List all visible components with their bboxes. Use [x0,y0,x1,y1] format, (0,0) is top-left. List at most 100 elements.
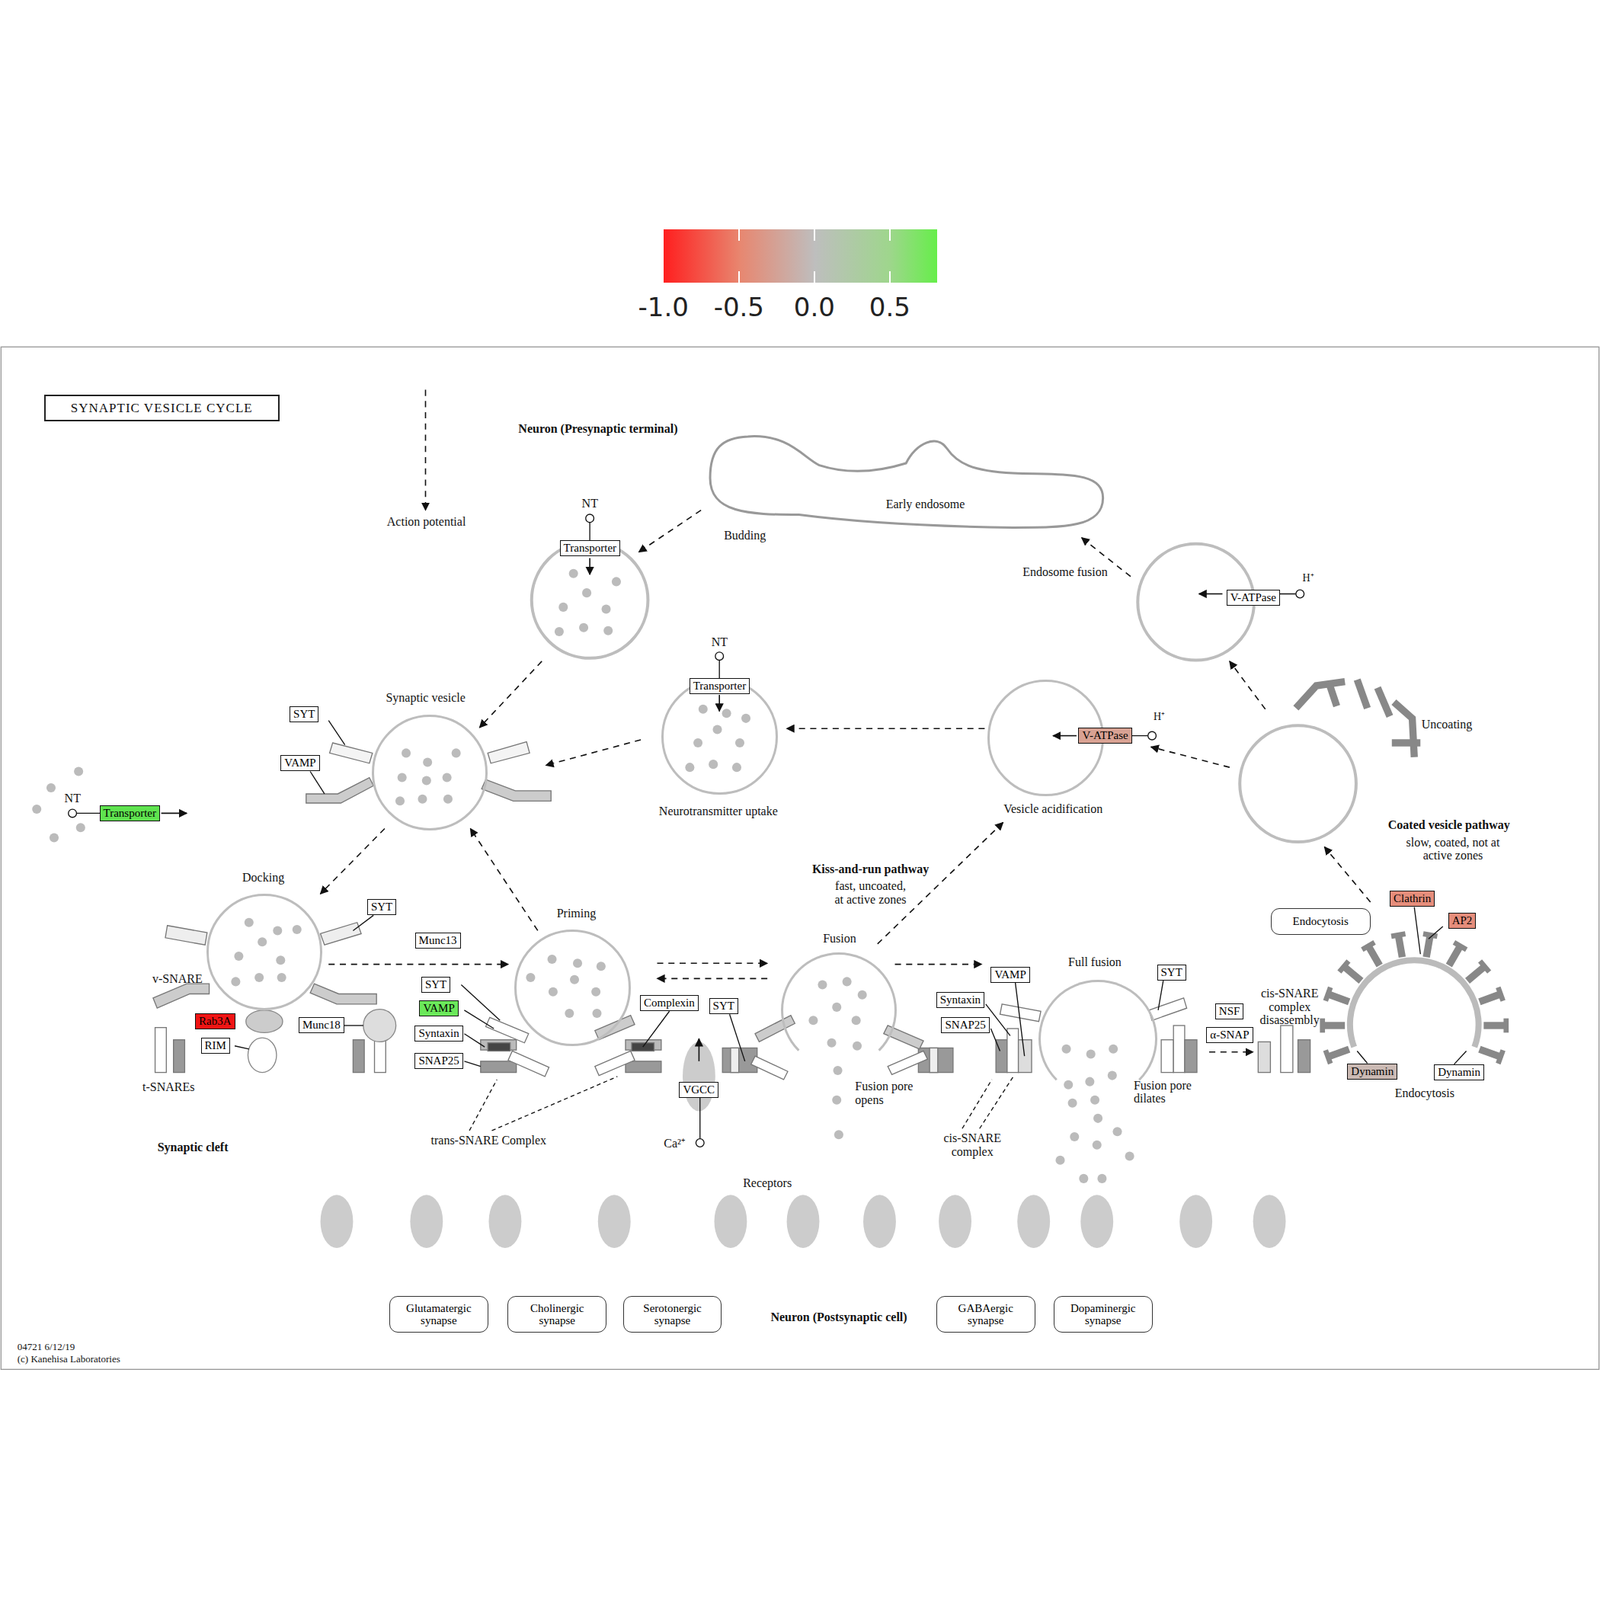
leader-line [328,720,345,746]
gene-box: Syntaxin [936,992,985,1008]
receptor [714,1194,748,1248]
molecule-circle [1148,731,1157,740]
molecule-circle [1296,589,1305,599]
molecule-circle [585,514,595,523]
label-text: Endocytosis [1395,1086,1455,1100]
leader-line [1428,926,1444,939]
text-label: Endosome fusion [1022,565,1108,580]
neurotransmitter-dot [547,954,557,964]
clathrin-piece [1392,739,1421,746]
neurotransmitter-dot [1107,1071,1117,1081]
neurotransmitter-dot [1078,1174,1088,1184]
label-text: Endosome fusion [1022,565,1108,579]
receptor [787,1194,820,1248]
gene-box: SYT [367,899,397,916]
tick-label: 0.5 [869,291,911,323]
gene-name: VAMP [284,755,316,771]
neurotransmitter-dot [572,958,583,968]
vesicle-heading: Docking [242,870,285,885]
text-label: t-SNAREs [142,1080,195,1095]
pathway-name: Dopaminergic synapse [1058,1302,1149,1328]
pathway-name: Cholinergic synapse [512,1302,602,1328]
clathrin-cap [1497,1049,1503,1064]
colorbar-segment [739,229,816,283]
vesicle-circle: Fusion [780,952,898,1069]
neurotransmitter-dot [1084,1077,1095,1087]
label-text: NT [582,496,599,510]
neurotransmitter-dot [735,738,745,748]
pathway-name: Endocytosis [1292,915,1348,928]
receptor [938,1194,972,1248]
text-label: Receptors [742,1176,792,1191]
label-text: Budding [723,528,766,542]
gene-box: Syntaxin [414,1025,463,1042]
neurotransmitter-dot [741,713,751,724]
arrow [1052,735,1077,737]
neurotransmitter-dot [808,1015,818,1025]
pathway-name: GABAergic synapse [940,1302,1031,1328]
gene-box: Dynamin [1433,1064,1485,1081]
neurotransmitter-dot [395,796,405,806]
label-text: Ca²⁺ [663,1136,685,1150]
gene-box: AP2 [1448,912,1477,929]
leader-line [464,1010,494,1029]
text-label: Budding [723,528,766,543]
label-text: Receptors [742,1176,792,1190]
title-text: SYNAPTIC VESICLE CYCLE [70,400,253,416]
snare-part [887,1050,928,1075]
neurotransmitter-dot [591,987,601,997]
text-label: cis-SNARE complex disassembly [1257,986,1323,1028]
neurotransmitter-dot [842,976,852,986]
text-label: Fusion pore dilates [1133,1078,1200,1106]
snare-part [153,983,210,1008]
leader-line [1015,982,1025,1056]
endosome-label: Early endosome [886,497,966,512]
neurotransmitter-dot [76,822,86,832]
gene-name: V-ATPase [1230,590,1277,605]
tick-text: -0.5 [713,291,765,323]
neurotransmitter-dot [611,576,621,586]
snare-part [352,1040,365,1073]
gene-name: SYT [425,977,447,992]
neurotransmitter-dot [708,759,718,769]
snare-part [1161,1040,1174,1073]
tick-label: 0.0 [793,291,836,323]
neurotransmitter-dot [1112,1126,1122,1136]
text-label: v-SNARE [152,972,203,986]
tick-mark [889,229,891,241]
gene-box: SNAP25 [414,1052,463,1069]
neurotransmitter-dot [564,1008,574,1018]
snare-part [165,925,208,945]
dashed-arrow [787,727,986,730]
receptor [1017,1194,1050,1248]
pathway-box: Glutamatergic synapse [389,1296,489,1333]
neurotransmitter-dot [1090,1095,1100,1105]
clathrin-cap [1362,942,1375,950]
neurotransmitter-dot [277,972,287,983]
gene-name: SYT [1161,965,1183,980]
neurotransmitter-dot [443,794,453,804]
leader-line [990,1028,1000,1051]
tick-mark [889,271,891,283]
gene-name: SYT [293,707,315,722]
pathway-box: Cholinergic synapse [507,1296,607,1333]
neurotransmitter-dot [244,918,254,928]
arrow [479,661,542,728]
gene-box: SYT [1157,964,1187,981]
pathway-box: Dopaminergic synapse [1053,1296,1153,1333]
gene-name: Transporter [563,540,617,556]
label-text: Neuron (Postsynaptic cell) [770,1310,907,1324]
dashed-arrow [895,963,983,966]
snare-part [320,922,362,945]
leader-line [1414,907,1421,955]
label-text: 04721 6/12/19 [17,1340,75,1353]
neurotransmitter-dot [1063,1080,1073,1090]
gene-box: Munc18 [298,1017,345,1034]
text-label: H⁺ [1153,710,1165,723]
vesicle-heading: Full fusion [1068,955,1122,970]
molecule-circle [68,809,77,818]
leader-line [643,1011,670,1047]
gene-box: VAMP [280,755,320,772]
receptor [409,1194,443,1248]
clathrin-spoke [1479,994,1501,1002]
